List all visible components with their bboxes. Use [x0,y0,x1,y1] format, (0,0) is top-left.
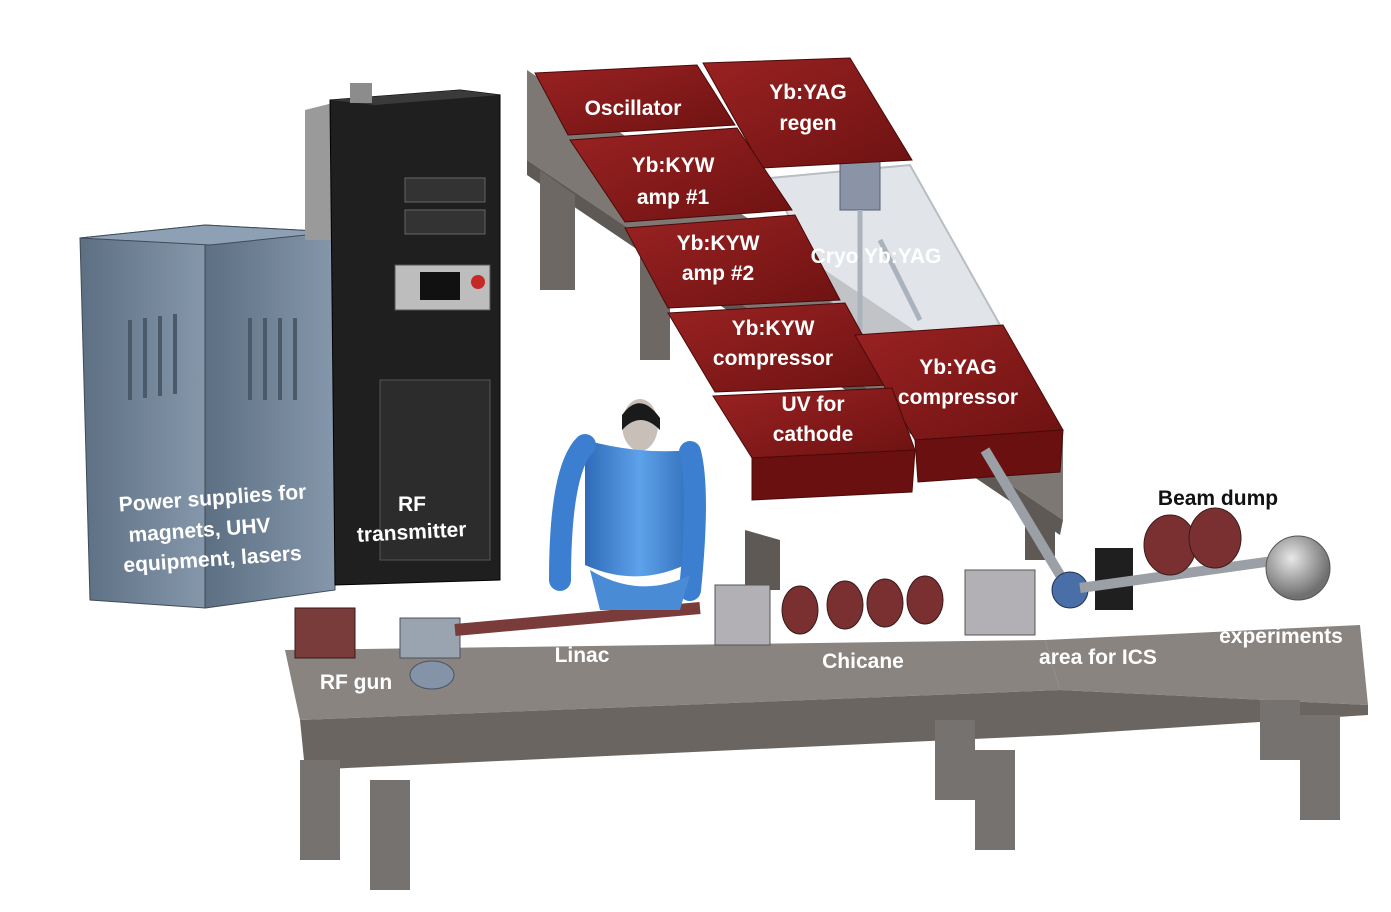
table-leg [1300,715,1340,820]
label-ybyag-regen: Yb:YAG [769,81,846,104]
label-oscillator: Oscillator [585,97,682,120]
xray-chamber [1265,535,1331,601]
chicane-magnets [781,575,944,635]
label-uv-cathode: UV for [782,393,845,416]
label-cryo: Cryo Yb:YAG [811,245,942,268]
table-leg [935,720,975,800]
kyw-amp2-box [624,214,841,309]
label-kyw-compressor: compressor [713,347,833,370]
label-rf-transmitter: RF [398,493,426,516]
label-kyw-amp2: Yb:KYW [677,232,760,255]
person-figure [549,399,706,610]
uv-beam-tube [980,447,1065,578]
label-rf-gun: RF gun [320,671,392,694]
table-leg [370,780,410,890]
label-chicane: Chicane [822,650,904,673]
linac [454,602,701,636]
label-rf-transmitter: transmitter [356,518,467,547]
label-kyw-compressor: Yb:KYW [732,317,815,340]
label-xray: experiments [1219,625,1343,648]
table-leg [745,530,780,590]
table-leg [975,750,1015,850]
label-interaction: Interaction [1044,616,1151,639]
kyw-amp1-box [569,127,793,223]
label-yag-compressor: compressor [898,386,1018,409]
quadrupoles-2 [964,569,1036,636]
beam-dump [1143,507,1242,576]
rf-gun [294,607,356,659]
beamline-table [285,625,1368,890]
laser-boxes [534,57,1064,501]
ybyag-regen-box [702,57,913,169]
label-linac: Linac [555,644,610,667]
beamline-components [294,507,1331,690]
table-leg [300,760,340,860]
table-leg [1260,700,1300,760]
label-ybyag-regen: regen [779,112,836,135]
label-interaction: area for ICS [1039,646,1157,669]
table-leg [540,170,575,290]
rf-transmitter-rack [305,83,501,586]
label-yag-compressor: Yb:YAG [919,356,996,379]
power-cabinets [79,224,336,609]
label-kyw-amp2: amp #2 [682,262,754,285]
label-xray: X-ray [1218,596,1271,619]
label-beam-dump: Beam dump [1158,487,1278,510]
oscillator-box [534,64,736,136]
quadrupoles-1 [714,584,771,646]
label-kyw-amp1: Yb:KYW [632,154,715,177]
label-uv-cathode: cathode [773,423,854,446]
label-kyw-amp1: amp #1 [637,186,710,209]
